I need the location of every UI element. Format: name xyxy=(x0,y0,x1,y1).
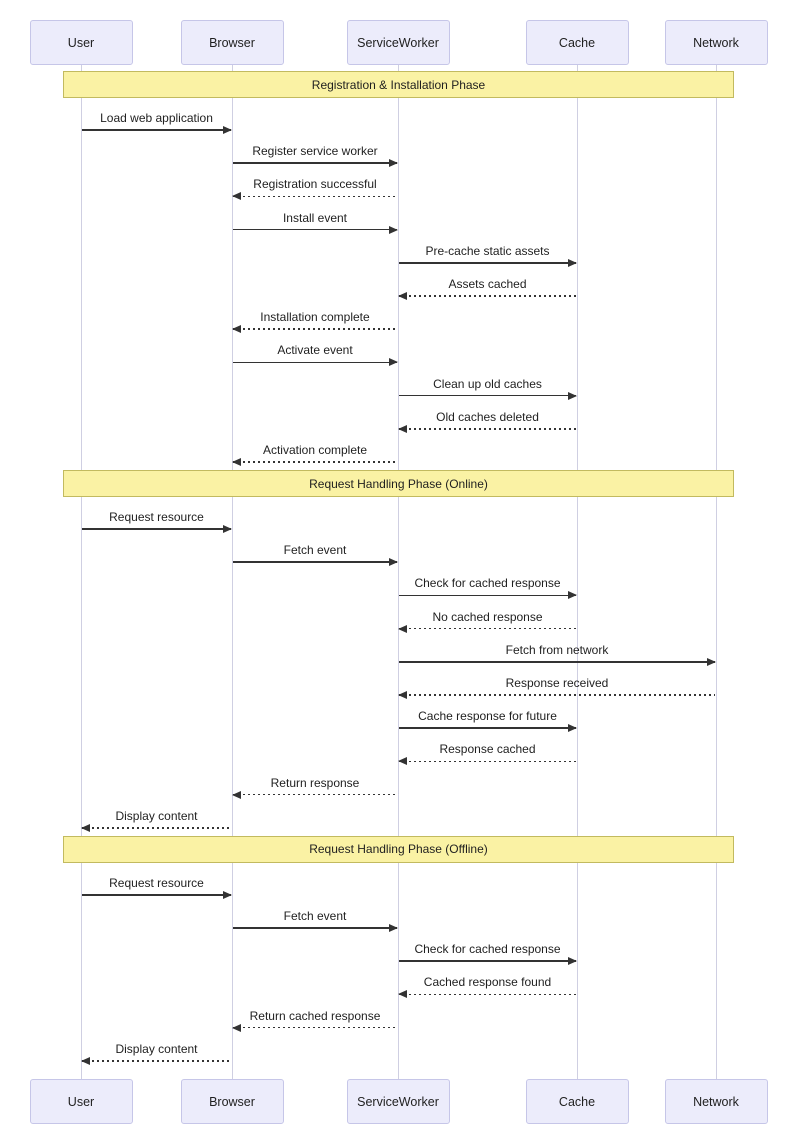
arrowhead-icon xyxy=(389,558,398,567)
message-label: Old caches deleted xyxy=(436,409,539,424)
phase-band: Registration & Installation Phase xyxy=(63,71,734,98)
actor-box-network-top: Network xyxy=(664,20,768,65)
message-label: Return response xyxy=(270,775,360,790)
message-arrow-line xyxy=(399,428,576,430)
message-arrow-line xyxy=(399,627,576,630)
arrowhead-icon xyxy=(398,424,407,433)
arrowhead-icon xyxy=(232,1023,241,1032)
message-label: Assets cached xyxy=(448,277,527,291)
message-label: Response cached xyxy=(439,742,536,757)
message-label: Return cached response xyxy=(249,1008,381,1023)
actor-box-browser-top: Browser xyxy=(180,20,284,65)
message-arrow-line xyxy=(233,195,397,198)
arrowhead-icon xyxy=(389,358,398,367)
message-arrow-line xyxy=(399,993,576,996)
arrowhead-icon xyxy=(398,691,407,699)
message-arrow-line xyxy=(233,927,397,929)
message-label: Load web application xyxy=(100,111,213,125)
arrowhead-icon xyxy=(81,823,90,832)
message-arrow-line xyxy=(82,894,231,896)
message-arrow-line xyxy=(399,960,576,962)
phase-band: Request Handling Phase (Online) xyxy=(63,470,734,497)
message-label: Check for cached response xyxy=(414,576,561,591)
arrowhead-icon xyxy=(398,757,407,766)
arrowhead-icon xyxy=(568,591,577,600)
lifeline-user xyxy=(80,65,82,1079)
message-label: Pre-cache static assets xyxy=(425,243,550,258)
message-arrow-line xyxy=(399,694,715,696)
actor-box-cache-bottom: Cache xyxy=(525,1079,629,1124)
message-arrow-line xyxy=(233,461,397,463)
message-arrow-line xyxy=(82,528,231,530)
arrowhead-icon xyxy=(232,325,241,334)
message-label: Check for cached response xyxy=(414,942,561,957)
message-arrow-line xyxy=(233,162,397,164)
message-arrow-line xyxy=(233,328,397,330)
message-label: Request resource xyxy=(109,875,204,890)
message-label: Fetch event xyxy=(283,543,347,558)
arrowhead-icon xyxy=(232,192,241,201)
message-label: Activate event xyxy=(277,343,353,358)
message-label: Request resource xyxy=(109,510,204,524)
actor-box-serviceworker-top: ServiceWorker xyxy=(346,20,450,65)
message-arrow-line xyxy=(82,827,231,829)
message-label: Register service worker xyxy=(252,144,378,159)
message-arrow-line xyxy=(399,295,576,297)
lifeline-cache xyxy=(576,65,578,1079)
message-arrow-line xyxy=(399,760,576,763)
message-arrow-line xyxy=(399,262,576,264)
arrowhead-icon xyxy=(568,957,577,966)
message-label: Display content xyxy=(115,1041,198,1056)
message-label: No cached response xyxy=(432,609,543,624)
message-arrow-line xyxy=(399,594,576,597)
message-label: Install event xyxy=(282,210,348,225)
message-label: Clean up old caches xyxy=(433,376,542,391)
message-arrow-line xyxy=(82,1060,231,1062)
lifeline-serviceworker xyxy=(397,65,399,1079)
message-label: Fetch event xyxy=(283,909,347,923)
message-arrow-line xyxy=(233,793,397,796)
message-label: Registration successful xyxy=(253,177,377,192)
arrowhead-icon xyxy=(223,525,232,533)
message-arrow-line xyxy=(233,561,397,563)
message-arrow-line xyxy=(399,661,715,663)
arrowhead-icon xyxy=(707,657,716,666)
lifeline-browser xyxy=(231,65,233,1079)
message-arrow-line xyxy=(233,361,397,364)
message-arrow-line xyxy=(233,228,397,231)
message-label: Display content xyxy=(115,808,198,823)
arrowhead-icon xyxy=(568,724,577,733)
arrowhead-icon xyxy=(398,624,407,633)
message-arrow-line xyxy=(399,727,576,729)
message-label: Installation complete xyxy=(260,310,370,325)
message-label: Response received xyxy=(505,676,609,690)
arrowhead-icon xyxy=(568,391,577,400)
message-label: Activation complete xyxy=(262,443,368,457)
message-arrow-line xyxy=(399,394,576,397)
actor-box-user-top: User xyxy=(29,20,133,65)
message-label: Cached response found xyxy=(423,975,552,990)
actor-box-browser-bottom: Browser xyxy=(180,1079,284,1124)
arrowhead-icon xyxy=(398,292,407,300)
actor-box-user-bottom: User xyxy=(29,1079,133,1124)
actor-box-network-bottom: Network xyxy=(664,1079,768,1124)
arrowhead-icon xyxy=(232,458,241,466)
arrowhead-icon xyxy=(232,790,241,799)
arrowhead-icon xyxy=(81,1056,90,1065)
message-arrow-line xyxy=(82,129,231,131)
arrowhead-icon xyxy=(398,990,407,999)
lifeline-network xyxy=(715,65,717,1079)
arrowhead-icon xyxy=(568,258,577,267)
message-label: Fetch from network xyxy=(505,642,609,657)
actor-box-serviceworker-bottom: ServiceWorker xyxy=(346,1079,450,1124)
actor-box-cache-top: Cache xyxy=(525,20,629,65)
arrowhead-icon xyxy=(389,924,398,932)
phase-band: Request Handling Phase (Offline) xyxy=(63,835,734,863)
message-label: Cache response for future xyxy=(418,709,557,724)
arrowhead-icon xyxy=(223,126,232,134)
message-arrow-line xyxy=(233,1026,397,1029)
arrowhead-icon xyxy=(223,890,232,899)
arrowhead-icon xyxy=(389,225,398,234)
arrowhead-icon xyxy=(389,159,398,168)
